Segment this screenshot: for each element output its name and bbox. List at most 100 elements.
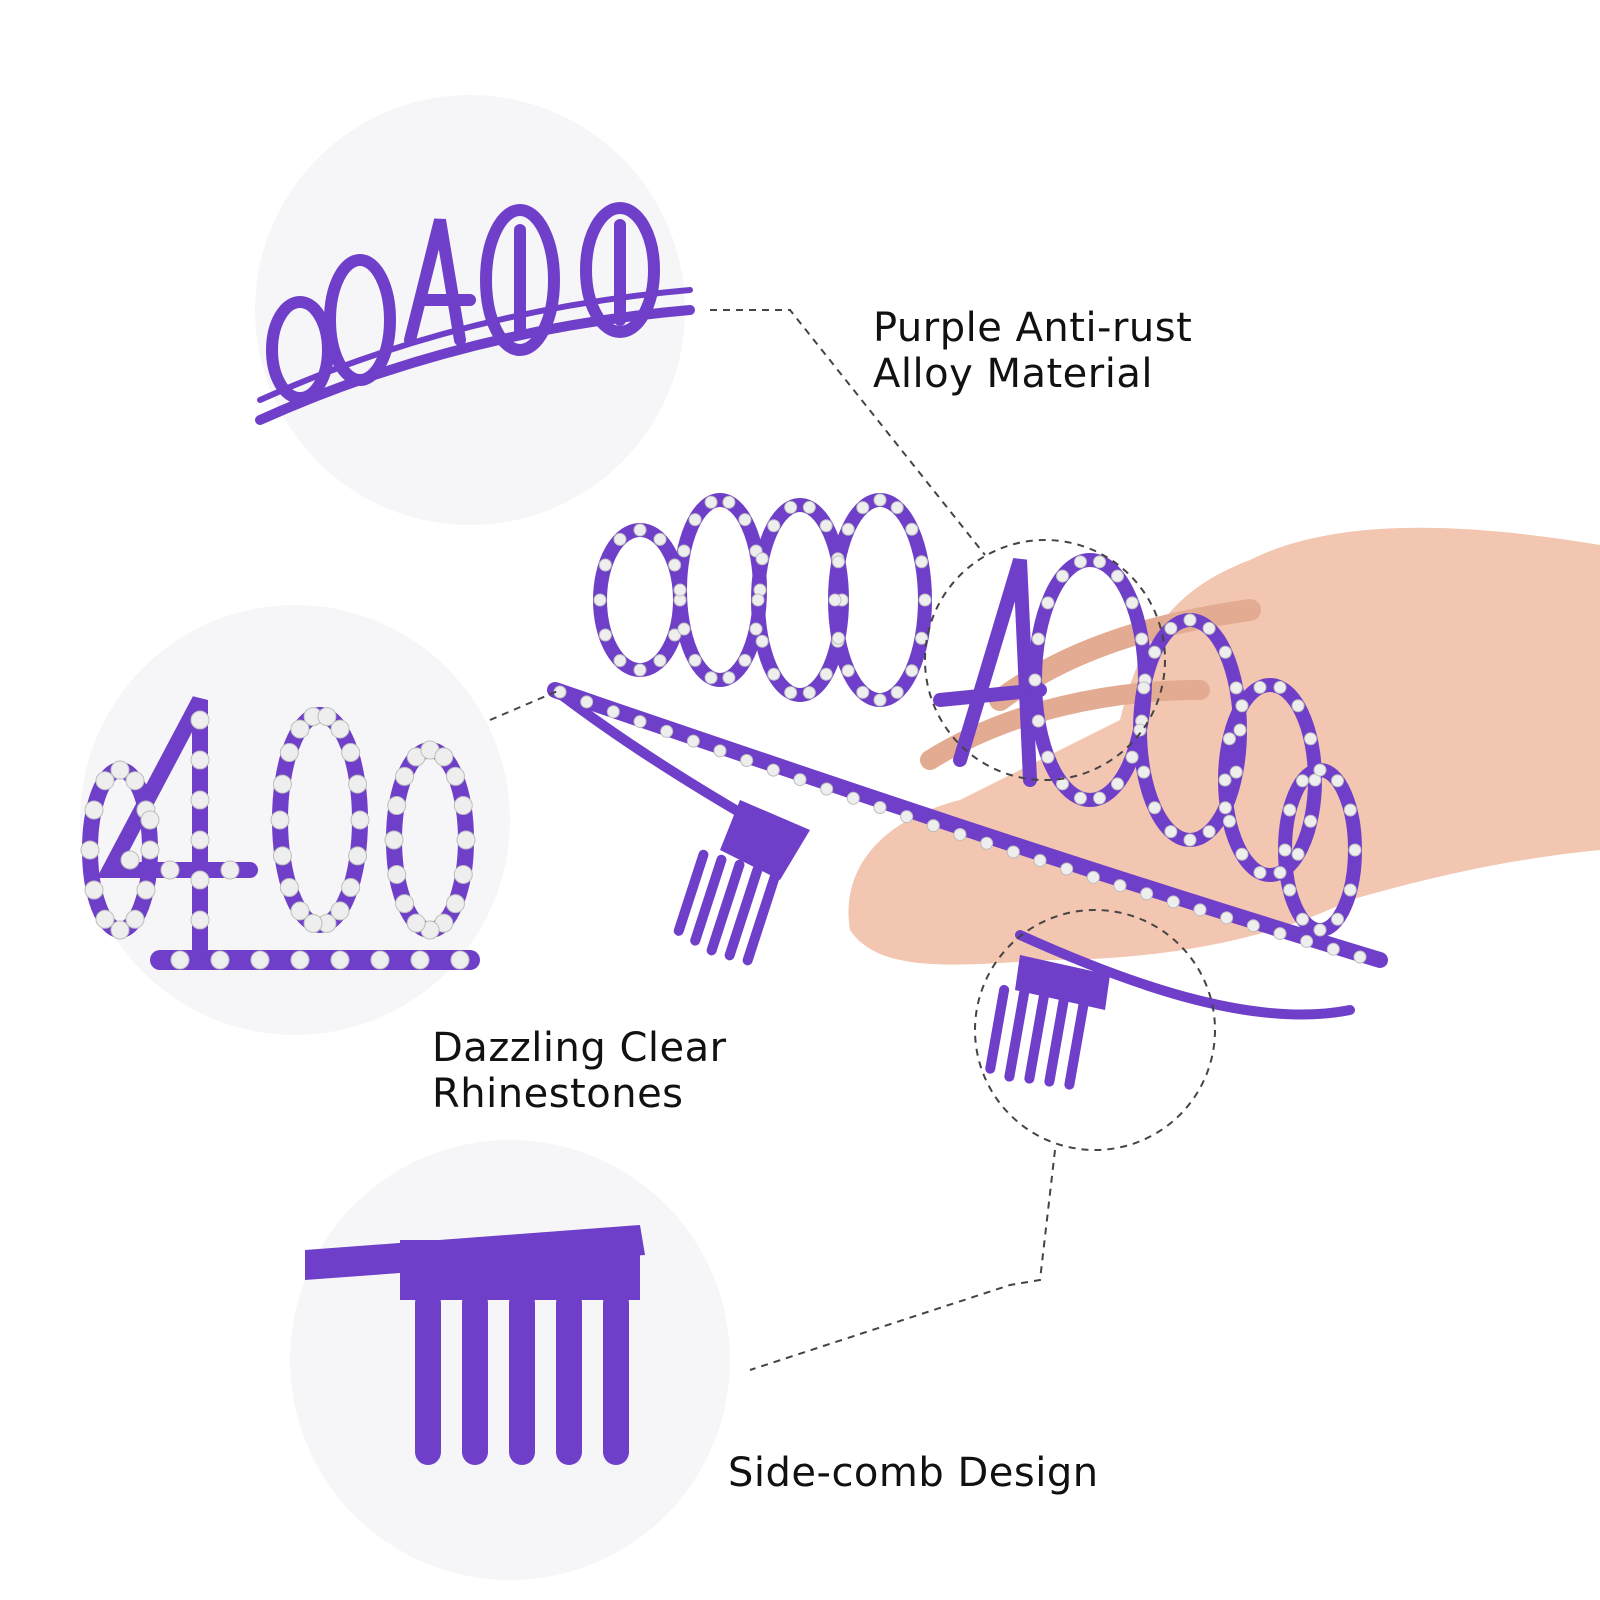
- rhinestone: [767, 519, 781, 533]
- rhinestone: [445, 766, 465, 786]
- rhinestone: [686, 734, 700, 748]
- rhinestone: [1148, 801, 1162, 815]
- rhinestone: [1331, 912, 1344, 926]
- rhinestone: [1183, 613, 1197, 627]
- rhinestone: [272, 846, 292, 866]
- rhinestone: [819, 519, 833, 533]
- rhinestone: [190, 750, 210, 770]
- rhinestone: [766, 763, 780, 777]
- rhinestone: [1343, 803, 1357, 817]
- rhinestone: [841, 522, 855, 536]
- rhinestone: [1273, 866, 1287, 880]
- rhinestone: [348, 774, 368, 794]
- rhinestone: [1218, 801, 1232, 815]
- rhinestone: [395, 894, 415, 914]
- rhinestone: [751, 593, 765, 607]
- rhinestone: [613, 654, 627, 668]
- rhinestone: [1304, 732, 1318, 746]
- rhinestone: [1304, 814, 1318, 828]
- rhinestone: [1283, 803, 1297, 817]
- rhinestone: [1033, 854, 1047, 868]
- rhinestone: [110, 920, 130, 940]
- rhinestone: [1135, 632, 1149, 646]
- rhinestone: [1296, 912, 1309, 926]
- rhinestone: [1218, 645, 1232, 659]
- rhinestone: [653, 654, 667, 668]
- rhinestone: [598, 558, 612, 572]
- rhinestone: [190, 830, 210, 850]
- rhinestone: [406, 913, 426, 933]
- rhinestone: [270, 810, 290, 830]
- rhinestone: [387, 796, 407, 816]
- rhinestone: [1291, 699, 1305, 713]
- rhinestone: [1093, 555, 1107, 569]
- rhinestone: [1073, 555, 1087, 569]
- rhinestone: [1253, 680, 1267, 694]
- rhinestone: [125, 771, 145, 791]
- rhinestone: [445, 894, 465, 914]
- rhinestone: [350, 810, 370, 830]
- comb-closeup-circle: [290, 1140, 730, 1580]
- rhinestone: [953, 828, 967, 841]
- rhinestone: [450, 950, 470, 970]
- rhinestone: [120, 850, 140, 870]
- rhinestone: [633, 523, 647, 537]
- rhinestone: [1093, 791, 1107, 805]
- rhinestone: [272, 774, 292, 794]
- rhinestone: [580, 695, 594, 709]
- rhinestone: [190, 710, 210, 730]
- rhinestone: [722, 495, 736, 509]
- rhinestone: [1148, 645, 1162, 659]
- rhinestone: [749, 622, 763, 636]
- rhinestone: [668, 628, 682, 642]
- rhinestone: [598, 628, 612, 642]
- rhinestone: [330, 950, 350, 970]
- rhinestone: [125, 909, 145, 929]
- comb-callout-label: Side-comb Design: [728, 1450, 1099, 1496]
- rhinestone: [1300, 934, 1314, 948]
- rhinestone: [1343, 883, 1357, 897]
- rhinestone: [1164, 825, 1178, 839]
- rhinestone: [456, 830, 476, 850]
- rhinestone: [95, 909, 115, 929]
- rhinestone: [1111, 777, 1124, 791]
- rhinestone: [1222, 814, 1236, 828]
- rhinestone: [1111, 569, 1124, 583]
- rhinestone: [905, 664, 919, 678]
- rhinestone: [755, 552, 769, 566]
- rhinestone: [1073, 791, 1087, 805]
- rhinestone: [606, 705, 620, 719]
- callout-highlight-circles: [924, 539, 1216, 1151]
- rhinestone: [1253, 866, 1267, 880]
- rhinestone: [677, 622, 691, 636]
- rhinestone: [915, 631, 929, 645]
- rhinestone: [95, 771, 115, 791]
- rhinestone: [905, 522, 919, 536]
- rhinestone: [190, 910, 210, 930]
- rhinestone: [704, 495, 718, 509]
- rhinestone: [1218, 773, 1232, 787]
- rhinestone: [802, 686, 816, 700]
- rhinestone: [1291, 847, 1305, 861]
- rhinestone: [831, 555, 845, 569]
- rhinestone: [1331, 774, 1344, 788]
- alloy-closeup-circle: [255, 95, 695, 525]
- rhinestone: [926, 819, 940, 833]
- rhinestone: [290, 901, 310, 921]
- rhinestone: [918, 593, 932, 607]
- rhinestone: [1273, 927, 1287, 941]
- rhinestone: [915, 555, 929, 569]
- rhinestone: [395, 766, 415, 786]
- rhinestone: [136, 880, 156, 900]
- rhinestone: [713, 744, 727, 758]
- rhinestone: [1235, 699, 1249, 713]
- rhinestone: [348, 846, 368, 866]
- rhinestone: [341, 877, 361, 897]
- rhinestone: [1246, 919, 1260, 933]
- rhinestone: [1348, 843, 1362, 857]
- rhinestone: [890, 501, 904, 515]
- rhinestone: [84, 880, 104, 900]
- rhinestone: [980, 836, 994, 850]
- rhinestone: [1028, 673, 1042, 687]
